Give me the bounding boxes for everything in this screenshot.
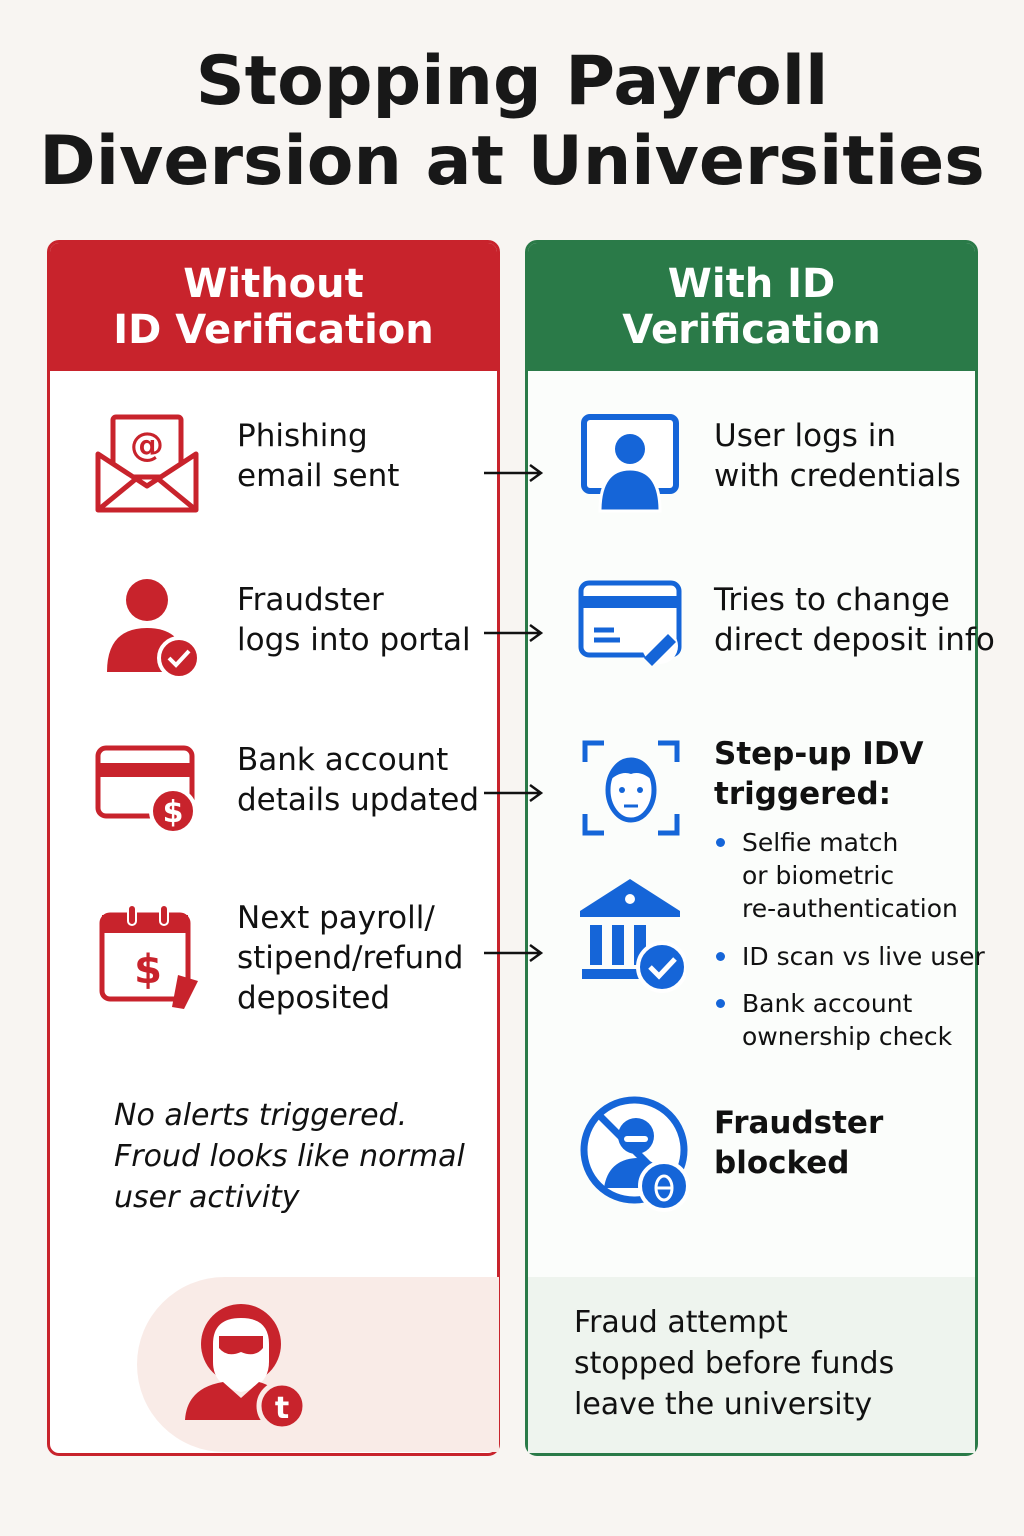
bullet-bank-ownership: Bank account ownership check — [742, 987, 952, 1053]
arrow-right-icon — [484, 463, 544, 483]
result-line: Fraud attempt — [574, 1305, 788, 1340]
svg-text:$: $ — [134, 947, 162, 993]
header-line: ID Verification — [113, 307, 434, 353]
step-phishing: Phishing email sent — [237, 416, 399, 496]
bullet-icon — [716, 952, 725, 961]
step-fraudster-login: Fraudster logs into portal — [237, 580, 471, 660]
arrow-right-icon — [484, 623, 544, 643]
step-text: blocked — [714, 1145, 850, 1181]
fraudster-footer — [137, 1277, 499, 1452]
step-bank-updated: Bank account details updated — [237, 740, 479, 820]
note-text: Froud looks like normal — [114, 1139, 465, 1174]
result-line: leave the university — [574, 1387, 873, 1422]
step-idv-triggered: Step-up IDV triggered: — [714, 734, 924, 814]
with-idv-header: With ID Verification — [528, 243, 975, 371]
user-check-icon — [107, 579, 200, 678]
step-text: Phishing — [237, 418, 368, 454]
step-fraudster-blocked: Fraudster blocked — [714, 1103, 883, 1183]
bullet-text: ownership check — [742, 1022, 953, 1051]
svg-text:@: @ — [130, 425, 164, 465]
calendar-dollar-icon: $ — [99, 904, 198, 1009]
title-line: Stopping Payroll — [195, 42, 829, 121]
step-text: logs into portal — [237, 622, 471, 658]
note-text: user activity — [114, 1180, 300, 1215]
result-line: stopped before funds — [574, 1346, 895, 1381]
no-alerts-note: No alerts triggered. Froud looks like nor… — [114, 1095, 465, 1218]
phishing-email-icon: @ — [95, 414, 199, 513]
header-line: Without — [183, 261, 364, 307]
without-idv-panel: Without ID Verification — [47, 240, 500, 1456]
svg-text:t: t — [275, 1391, 289, 1426]
step-text: User logs in — [714, 418, 897, 454]
header-line: With ID — [667, 261, 836, 307]
bullet-text: Selfie match — [742, 828, 899, 857]
step-text: Step-up IDV — [714, 736, 924, 772]
bullet-selfie: Selfie match or biometric re-authenticatio… — [742, 826, 958, 925]
bullet-text: or biometric — [742, 861, 895, 890]
header-line: Verification — [622, 307, 881, 353]
bank-card-dollar-icon: $ — [95, 745, 197, 835]
step-text: triggered: — [714, 776, 892, 812]
step-deposited: Next payroll/stipend/refund deposited — [237, 898, 463, 1018]
result-text: Fraud attempt stopped before funds leave t… — [574, 1302, 894, 1425]
step-text: Tries to change — [714, 582, 950, 618]
user-login-icon — [581, 414, 679, 513]
step-text: Bank account — [237, 742, 449, 778]
svg-text:$: $ — [163, 795, 184, 830]
step-text: Fraudster — [237, 582, 384, 618]
step-text: Fraudster — [714, 1105, 884, 1141]
bullet-text: Bank account — [742, 989, 913, 1018]
bullet-icon — [716, 838, 725, 847]
step-text: with credentials — [714, 458, 961, 494]
step-text: direct deposit info — [714, 622, 995, 658]
step-user-login: User logs in with credentials — [714, 416, 961, 496]
bullet-icon — [716, 999, 725, 1008]
bank-verified-icon — [580, 879, 686, 993]
note-text: No alerts triggered. — [114, 1098, 408, 1133]
fraudster-blocked-icon — [580, 1096, 690, 1212]
masked-fraudster-icon: t — [185, 1304, 308, 1432]
step-text: details updated — [237, 782, 480, 818]
page-title: Stopping Payroll Diversion at Universiti… — [0, 42, 1024, 202]
arrow-right-icon — [484, 943, 544, 963]
step-text: deposited — [237, 980, 391, 1016]
bullet-text: ID scan vs live user — [742, 942, 985, 971]
step-change-deposit: Tries to change direct deposit info — [714, 580, 995, 660]
card-edit-icon — [578, 580, 682, 666]
bullet-text: re-authentication — [742, 894, 958, 923]
step-text: stipend/refund — [237, 940, 464, 976]
result-footer — [528, 1277, 975, 1453]
step-text: Next payroll/ — [237, 900, 435, 936]
arrow-right-icon — [484, 783, 544, 803]
step-text: email sent — [237, 458, 400, 494]
bullet-id-scan: ID scan vs live user — [742, 940, 985, 973]
face-scan-icon — [582, 740, 680, 836]
title-line: Diversion at Universities — [39, 122, 985, 201]
without-idv-header: Without ID Verification — [50, 243, 497, 371]
